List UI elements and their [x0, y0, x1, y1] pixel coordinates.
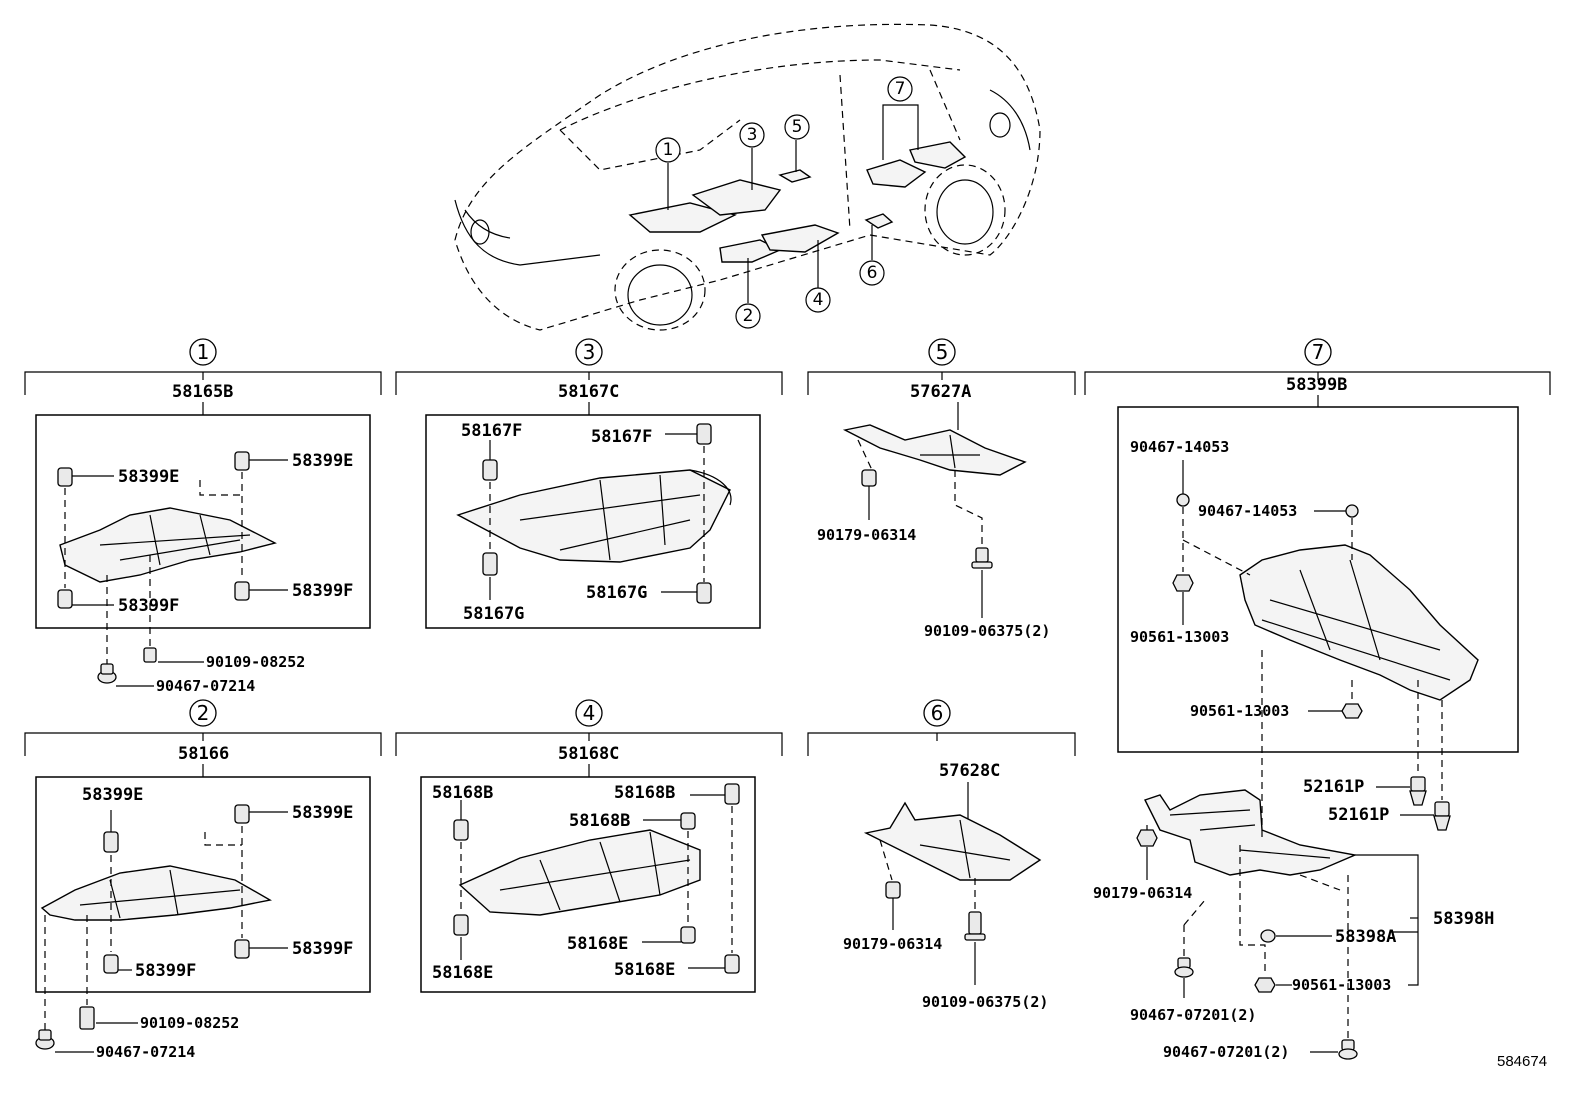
g7-label-52161P-upper: 52161P	[1303, 777, 1364, 797]
group-3-part: 58167C	[558, 382, 619, 402]
g3-label-58167F-left: 58167F	[461, 421, 522, 441]
g4-label-58168B-mid: 58168B	[569, 811, 630, 831]
group-2: 2 58166 58399E 58399E 58399F 58399F 9010…	[24, 699, 382, 1061]
group-1-box	[35, 414, 371, 629]
g7-label-90561-13003-inner: 90561-13003	[1190, 702, 1289, 720]
g4-label-58168B-right: 58168B	[614, 783, 675, 803]
g7-label-90467-14053-left: 90467-14053	[1130, 438, 1229, 456]
svg-text:6: 6	[867, 263, 878, 283]
group-5: 5 57627A 90179-06314 90109-06375(2)	[807, 338, 1076, 640]
overview-panel-4	[760, 224, 840, 253]
g1-label-58399F-right: 58399F	[292, 581, 353, 601]
svg-text:3: 3	[747, 125, 758, 145]
g3-label-58167G-left: 58167G	[463, 604, 524, 624]
g2-label-58399F-right: 58399F	[292, 939, 353, 959]
svg-text:1: 1	[663, 140, 674, 160]
group-1: 1 58165B 58399E 58399E 58399F 58399F 901…	[24, 338, 382, 695]
g7-label-90561-13003-lower: 90561-13003	[1292, 976, 1391, 994]
group-3-marker: 3	[583, 340, 596, 364]
g7-label-90179-06314: 90179-06314	[1093, 884, 1192, 902]
overview-panel-5	[778, 169, 812, 183]
overview-panel-2	[719, 239, 782, 263]
g7-label-58398A: 58398A	[1335, 927, 1396, 947]
overview-panel-3	[691, 179, 782, 216]
group-3-panel	[456, 469, 731, 563]
group-7-box	[1117, 406, 1519, 753]
group-7-part: 58399B	[1286, 375, 1347, 395]
svg-text:7: 7	[895, 79, 906, 99]
svg-text:5: 5	[792, 117, 803, 137]
g7-label-90561-13003-upper: 90561-13003	[1130, 628, 1229, 646]
g6-label-clip: 90179-06314	[843, 935, 942, 953]
svg-text:4: 4	[813, 290, 824, 310]
group-6-panel	[863, 801, 1042, 881]
group-4-panel	[458, 829, 701, 916]
g7-label-90467-07201-upper: 90467-07201(2)	[1130, 1006, 1256, 1024]
group-2-box	[35, 776, 371, 993]
g5-label-bolt: 90109-06375(2)	[924, 622, 1050, 640]
group-7-lower-bracket	[1144, 789, 1358, 876]
group-6-marker: 6	[931, 701, 944, 725]
overview-panel-7b	[909, 141, 967, 169]
g4-label-58168E-right: 58168E	[614, 960, 675, 980]
overview-panel-7a	[866, 159, 927, 188]
vehicle-overview: 1 3 5 7 2 4 6	[454, 23, 1041, 331]
g2-label-58399E-right: 58399E	[292, 803, 353, 823]
overview-panel-1	[628, 202, 737, 233]
g2-label-clip: 90467-07214	[96, 1043, 195, 1061]
group-1-part: 58165B	[172, 382, 233, 402]
g3-label-58167F-right: 58167F	[591, 427, 652, 447]
group-1-marker: 1	[197, 340, 210, 364]
overview-marker-6: 6	[859, 260, 885, 286]
overview-marker-5: 5	[784, 114, 810, 140]
overview-marker-7: 7	[887, 76, 913, 102]
g2-label-bolt: 90109-08252	[140, 1014, 239, 1032]
g7-label-52161P-lower: 52161P	[1328, 805, 1389, 825]
group-4-part: 58168C	[558, 744, 619, 764]
g1-label-bolt: 90109-08252	[206, 653, 305, 671]
g5-label-clip: 90179-06314	[817, 526, 916, 544]
g1-label-58399F-left: 58399F	[118, 596, 179, 616]
group-7: 7 58399B 90467-14053 90467-14053 90561-1…	[1084, 338, 1551, 1061]
group-4: 4 58168C 58168B 58168B 58168B 58168E 581…	[395, 699, 783, 993]
group-4-box	[420, 776, 756, 993]
overview-marker-1: 1	[655, 137, 681, 163]
g7-label-90467-14053-right: 90467-14053	[1198, 502, 1297, 520]
group-7-marker: 7	[1312, 340, 1325, 364]
g4-label-58168B-left: 58168B	[432, 783, 493, 803]
group-5-marker: 5	[936, 340, 949, 364]
svg-text:2: 2	[743, 306, 754, 326]
g1-label-58399E-right: 58399E	[292, 451, 353, 471]
overview-marker-2: 2	[735, 303, 761, 329]
group-4-marker: 4	[583, 701, 596, 725]
group-3: 3 58167C 58167F 58167F 58167G 58167G	[395, 338, 783, 629]
diagram-code: 584674	[1497, 1053, 1547, 1070]
group-2-part: 58166	[178, 744, 229, 764]
g2-label-58399F-left: 58399F	[135, 961, 196, 981]
group-2-panel	[40, 865, 272, 921]
group-5-part: 57627A	[910, 382, 971, 402]
g1-label-58399E-left: 58399E	[118, 467, 179, 487]
group-1-panel	[59, 507, 277, 583]
overview-panel-6	[864, 213, 894, 229]
group-5-panel	[842, 424, 1027, 476]
g6-label-bolt: 90109-06375(2)	[922, 993, 1048, 1011]
g3-label-58167G-right: 58167G	[586, 583, 647, 603]
g7-label-58398H: 58398H	[1433, 909, 1494, 929]
group-7-panel	[1239, 544, 1479, 701]
group-6: 6 57628C 90179-06314 90109-06375(2)	[807, 699, 1076, 1011]
group-2-marker: 2	[197, 701, 210, 725]
g4-label-58168E-left: 58168E	[432, 963, 493, 983]
g1-label-clip: 90467-07214	[156, 677, 255, 695]
g4-label-58168E-mid: 58168E	[567, 934, 628, 954]
overview-marker-3: 3	[739, 122, 765, 148]
g7-label-90467-07201-lower: 90467-07201(2)	[1163, 1043, 1289, 1061]
g2-label-58399E-left: 58399E	[82, 785, 143, 805]
overview-marker-4: 4	[805, 287, 831, 313]
group-3-box	[425, 414, 761, 629]
group-6-part: 57628C	[939, 761, 1000, 781]
